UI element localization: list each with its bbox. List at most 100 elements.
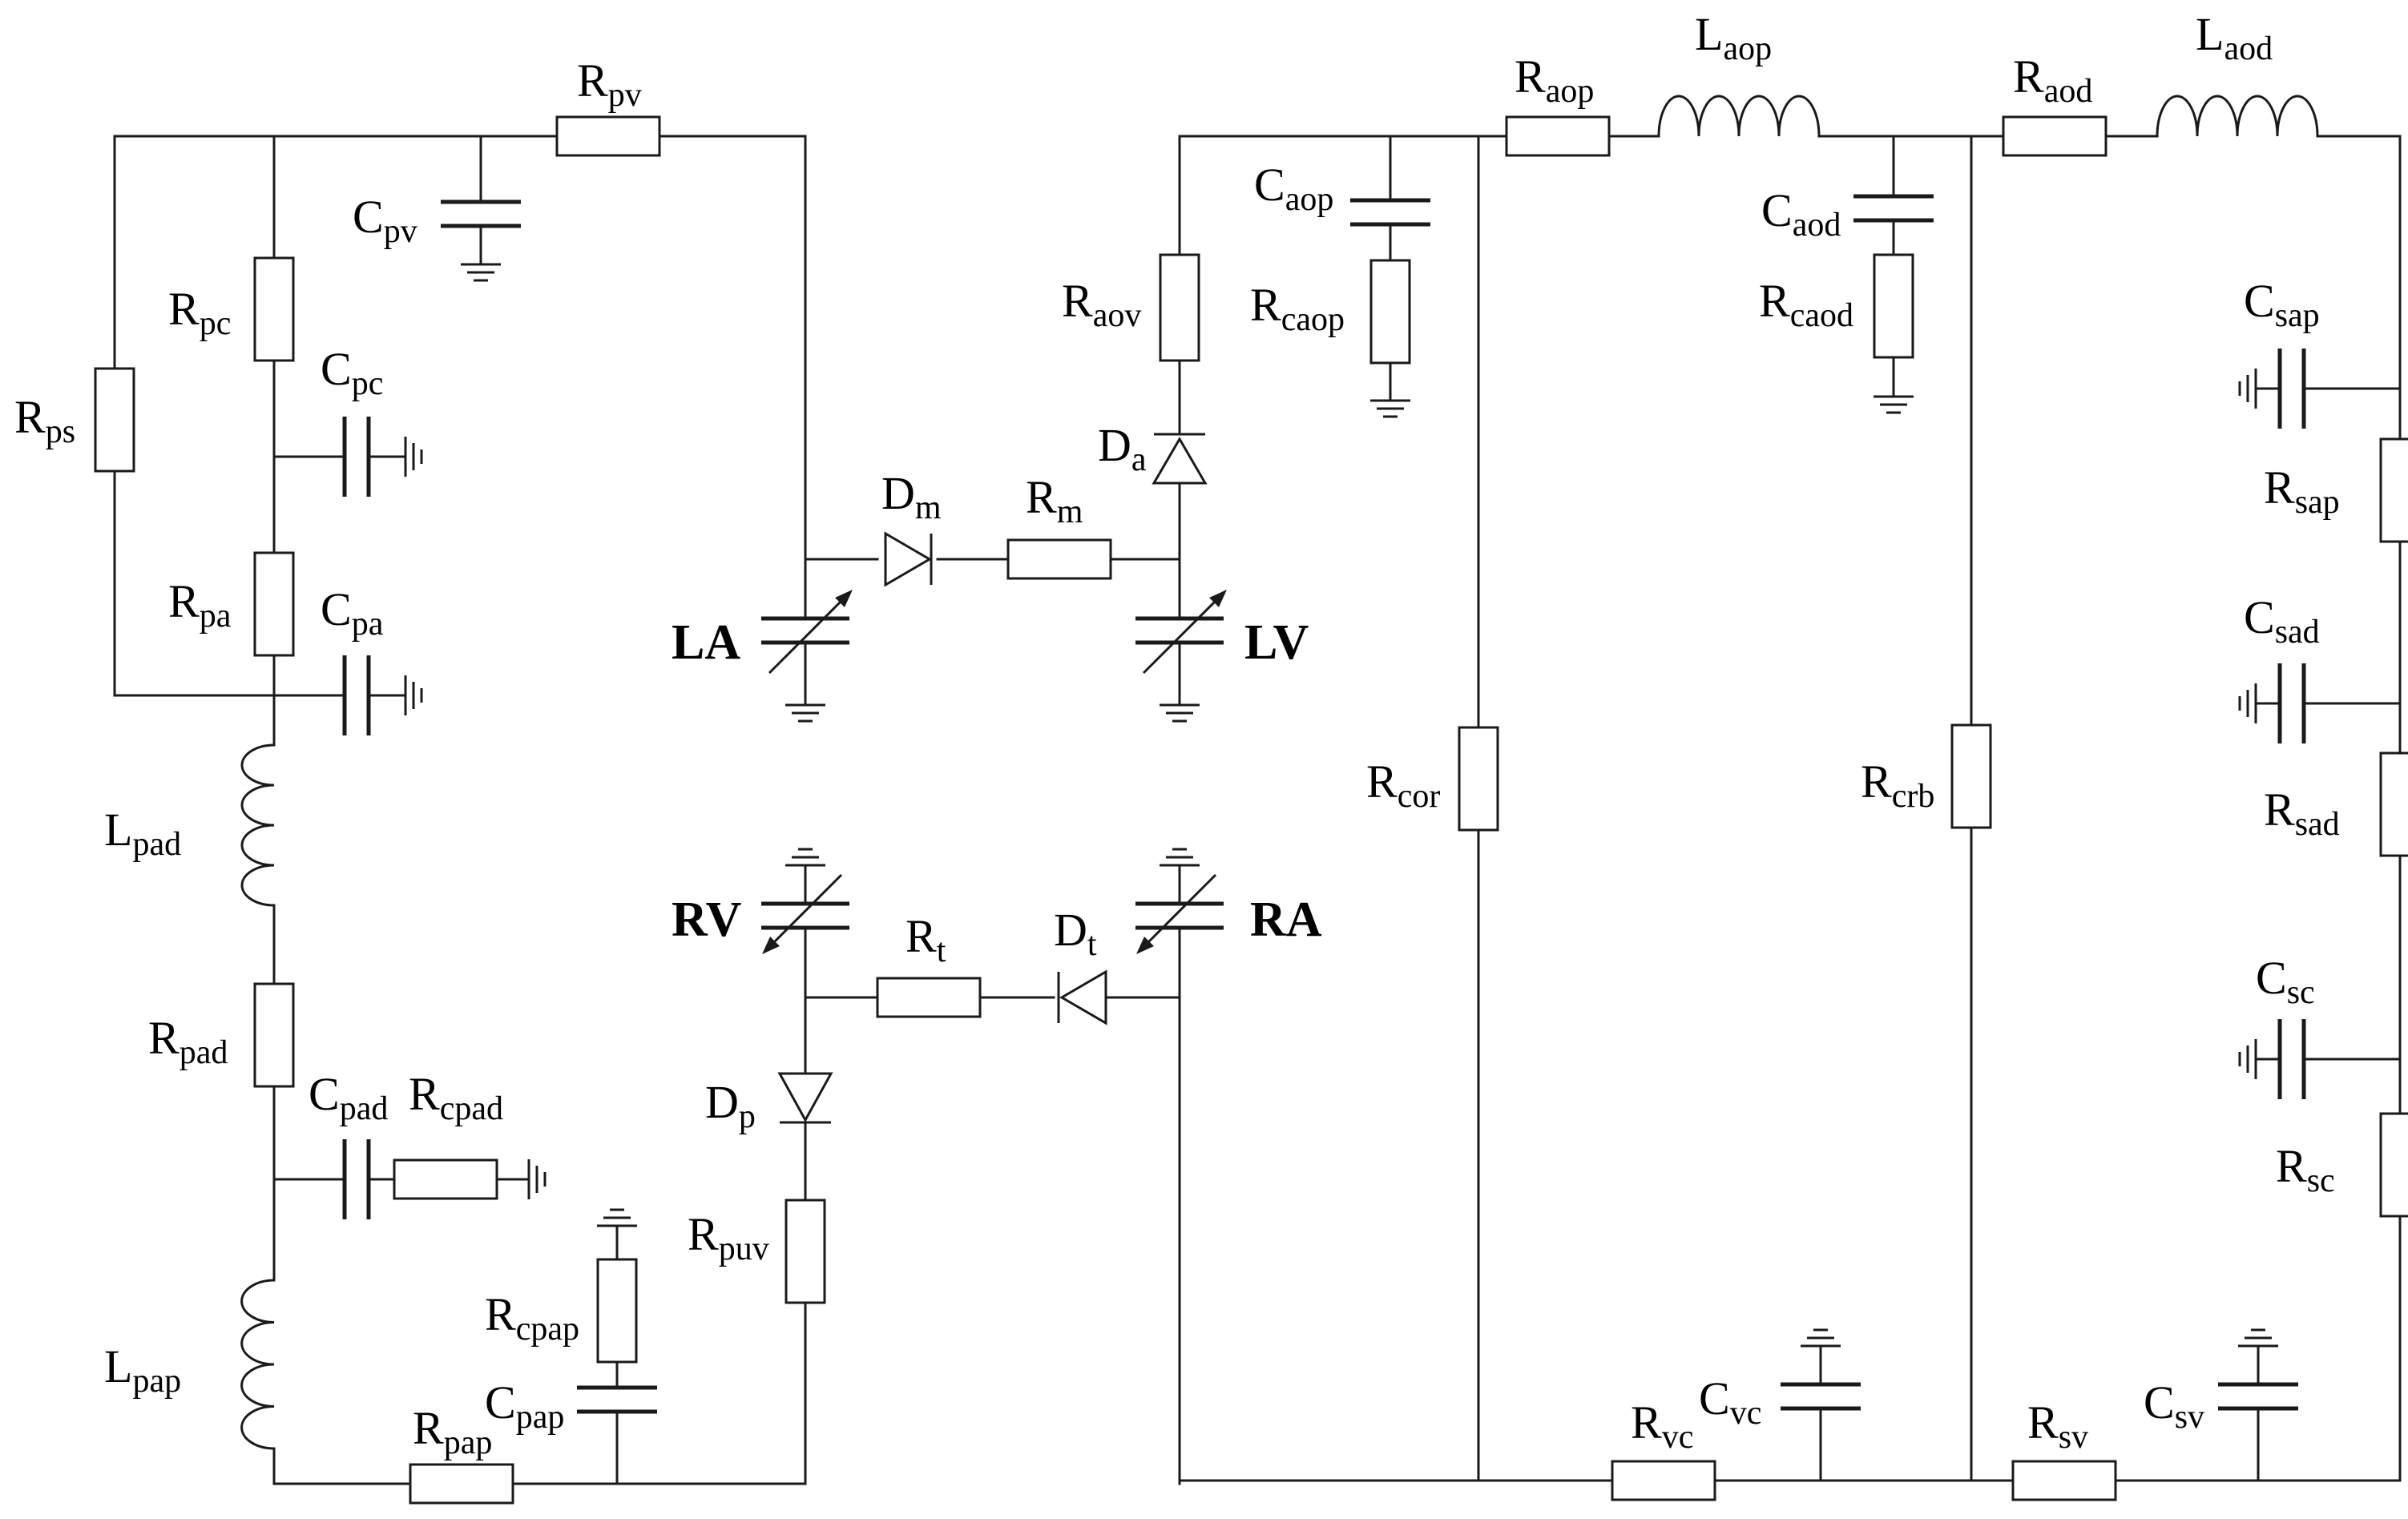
label-rpuv: Rpuv (688, 1208, 769, 1267)
label-rcpad: Rcpad (409, 1068, 503, 1127)
resistor-raov (1159, 253, 1200, 362)
label-dm: Dm (881, 467, 942, 526)
ground-icon (2238, 369, 2257, 409)
inductor-lpad (240, 743, 276, 907)
resistor-rsv (2011, 1460, 2117, 1501)
label-cpa: Cpa (321, 583, 384, 643)
capacitor-cpad (342, 1139, 371, 1219)
label-rsv: Rsv (2027, 1396, 2088, 1456)
chamber-labels: LA LV RV RA (672, 615, 1322, 947)
diode-da (1152, 433, 1208, 485)
label-rsad: Rsad (2264, 784, 2340, 843)
label-csad: Csad (2244, 591, 2320, 651)
chamber-label-la: LA (672, 615, 740, 670)
capacitor-cpc (342, 417, 371, 497)
label-cvc: Cvc (1699, 1372, 1761, 1432)
label-rcpap: Rcpap (485, 1288, 579, 1348)
capacitor-caod (1853, 194, 1934, 223)
label-rps: Rps (14, 391, 75, 450)
ground-icon (404, 437, 423, 477)
resistor-rcpad (393, 1158, 498, 1200)
label-rcor: Rcor (1366, 755, 1440, 815)
ground-icon (1160, 703, 1200, 723)
resistor-raop (1505, 115, 1611, 157)
ground-icon (404, 675, 423, 715)
inductor-laop (1657, 95, 1821, 138)
ground-icon (2238, 1039, 2257, 1079)
capacitor-caop (1350, 198, 1430, 227)
ground-icon (2238, 683, 2257, 723)
wires (113, 135, 2402, 1485)
label-caod: Caod (1761, 184, 1841, 244)
label-raop: Raop (1515, 50, 1594, 110)
variable-capacitor-ra (1135, 873, 1224, 954)
label-csc: Csc (2256, 952, 2315, 1011)
capacitor-cpv (441, 199, 521, 228)
label-caop: Caop (1254, 159, 1333, 218)
capacitor-csad (2277, 663, 2306, 743)
ground-icon (527, 1159, 547, 1199)
variable-capacitors (761, 590, 1227, 954)
chamber-label-lv: LV (1244, 615, 1309, 670)
ground-icon (597, 1208, 637, 1227)
label-rcaop: Rcaop (1250, 279, 1345, 338)
diode-dm (884, 531, 933, 587)
resistor-rm (1006, 538, 1112, 580)
variable-capacitor-lv (1135, 590, 1227, 675)
ground-icon (1874, 395, 1914, 414)
resistor-rsc (2379, 1112, 2408, 1218)
inductor-lpap (240, 1279, 276, 1450)
label-raov: Raov (1062, 275, 1141, 334)
label-lpap: Lpap (104, 1340, 181, 1400)
component-labels: Rpv Cpv Rpc Cpc Rps Rpa Cpa Lpad Rpad Cp… (14, 8, 2340, 1461)
resistor-rcor (1458, 726, 1499, 832)
resistor-rsad (2379, 751, 2408, 857)
inductors (240, 95, 2319, 1450)
label-cpad: Cpad (309, 1068, 388, 1127)
capacitor-cpap (577, 1385, 657, 1414)
resistors (94, 115, 2408, 1505)
label-rsap: Rsap (2264, 461, 2340, 521)
resistor-rsap (2379, 437, 2408, 543)
label-raod: Raod (2013, 50, 2092, 110)
capacitor-csc (2277, 1019, 2306, 1099)
resistor-rcrb (1950, 723, 1992, 829)
capacitor-cpa (342, 655, 371, 735)
resistor-rpc (253, 256, 295, 362)
label-cpap: Cpap (485, 1376, 564, 1436)
ground-icon (1370, 399, 1410, 418)
label-da: Da (1098, 419, 1147, 478)
resistor-rpad (253, 982, 295, 1088)
resistor-rpap (409, 1463, 514, 1505)
label-rt: Rt (906, 910, 946, 969)
diodes (777, 433, 1208, 1124)
capacitor-csap (2277, 349, 2306, 429)
diode-dt (1057, 969, 1107, 1025)
label-rpap: Rpap (413, 1402, 492, 1461)
label-rcaod: Rcaod (1759, 275, 1853, 334)
resistor-rcaop (1369, 259, 1411, 365)
label-rpa: Rpa (168, 575, 232, 635)
label-csv: Csv (2144, 1376, 2204, 1436)
capacitors (342, 194, 2306, 1414)
inductor-laod (2156, 95, 2319, 138)
ground-icon (1801, 1328, 1841, 1348)
ground-icon (461, 263, 501, 282)
chamber-label-rv: RV (672, 892, 742, 947)
label-rcrb: Rcrb (1861, 755, 1934, 815)
label-laop: Laop (1695, 8, 1772, 67)
label-csap: Csap (2244, 275, 2320, 334)
resistor-raod (2002, 115, 2108, 157)
label-rvc: Rvc (1631, 1396, 1693, 1456)
chamber-label-ra: RA (1250, 892, 1322, 947)
label-rpv: Rpv (577, 54, 642, 114)
resistor-rcpap (596, 1258, 638, 1364)
ground-icon (2238, 1328, 2278, 1348)
label-rpad: Rpad (148, 1012, 228, 1071)
label-rm: Rm (1026, 471, 1083, 530)
resistor-rvc (1611, 1460, 1716, 1501)
label-cpc: Cpc (321, 343, 383, 402)
capacitor-cvc (1781, 1382, 1861, 1411)
capacitor-csv (2218, 1382, 2298, 1411)
